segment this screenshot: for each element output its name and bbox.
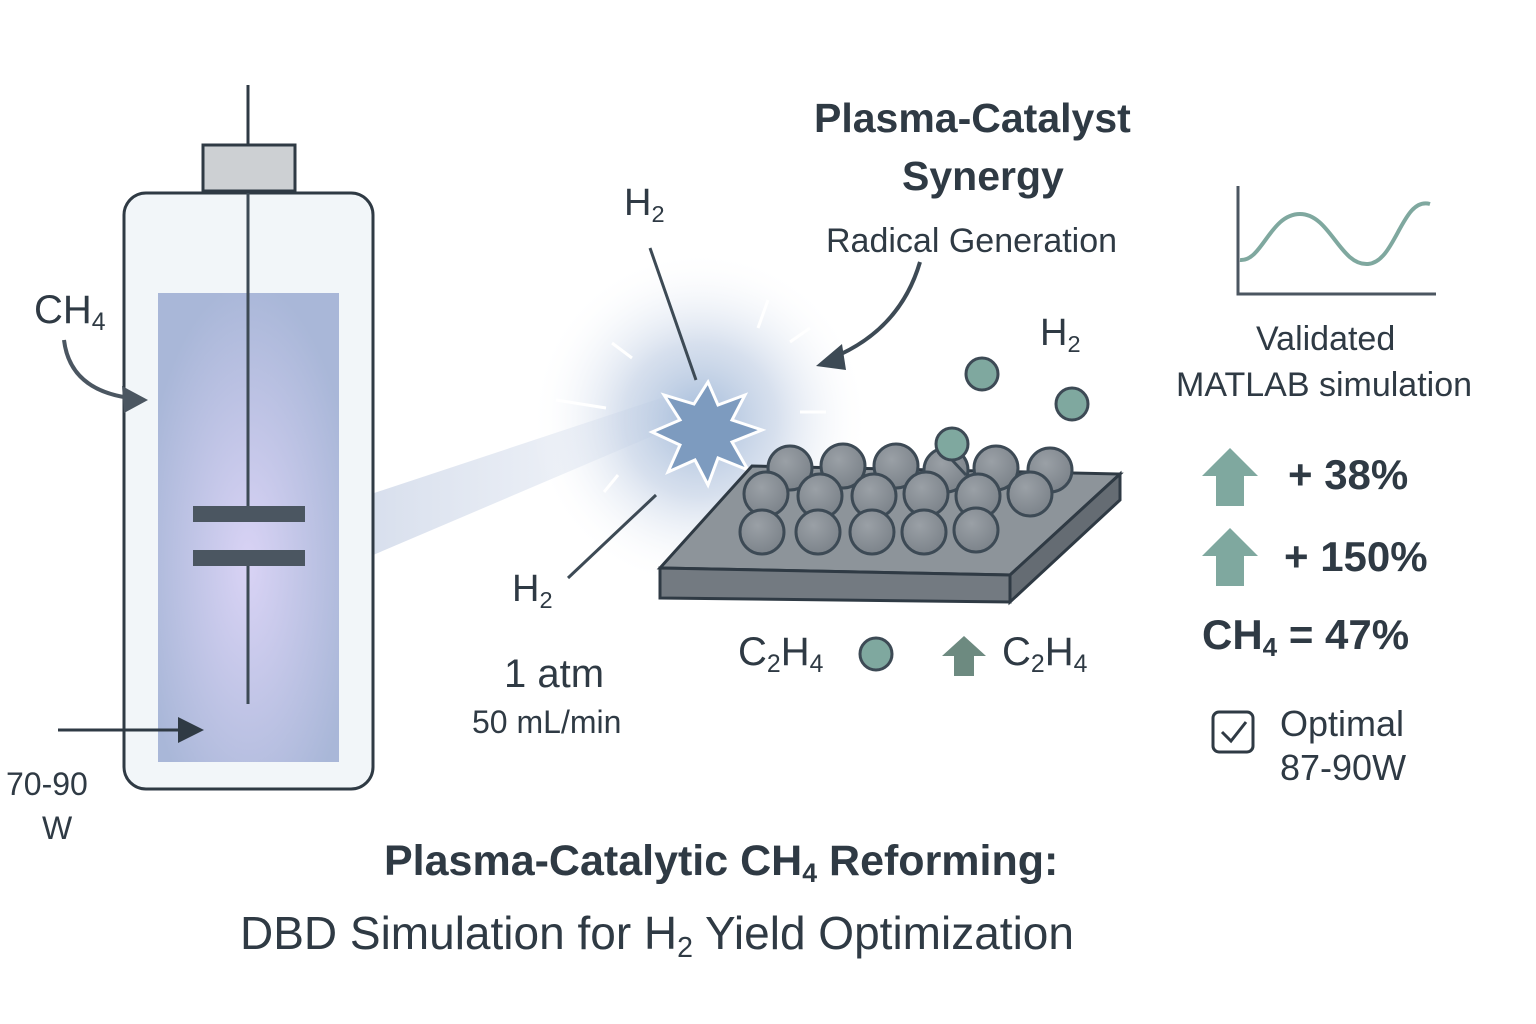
burst-rays <box>555 299 826 493</box>
power-label-line2: W <box>42 810 73 846</box>
radical-arrow <box>831 261 922 360</box>
h2-right-main: H <box>1040 312 1068 354</box>
h2-top-main: H <box>624 182 652 224</box>
footer-subtitle-prefix: DBD Simulation for H <box>240 907 678 959</box>
h2-right-sub: 2 <box>1067 330 1081 357</box>
gas-inlet-label-main: CH <box>34 288 92 332</box>
electrode-plate-lower <box>193 550 305 566</box>
radical-generation-label: Radical Generation <box>826 222 1118 260</box>
c2h4-right-h-sub: 4 <box>1073 650 1088 678</box>
optimal-label-line1: Optimal <box>1280 703 1405 744</box>
ch4-conversion-sub: 4 <box>1262 632 1278 663</box>
h2-left-pointer <box>566 493 658 580</box>
h2-label-right: H2 <box>1040 312 1081 355</box>
c2h4-label-right: C2H4 <box>1002 630 1087 677</box>
sim-chart-axes <box>1236 186 1436 296</box>
gas-inlet-arrow <box>62 339 131 400</box>
pressure-label: 1 atm <box>504 652 605 696</box>
h2-left-main: H <box>512 568 540 610</box>
catalyst-pellets <box>738 442 1074 556</box>
footer-subtitle: DBD Simulation for H2 Yield Optimization <box>240 907 1074 962</box>
gas-inlet-label-sub: 4 <box>91 308 106 336</box>
footer-title-sub: 4 <box>802 858 818 889</box>
c2h4-right-h: H <box>1044 630 1074 674</box>
c2h4-left-h-sub: 4 <box>809 650 824 678</box>
footer-title-suffix: Reforming: <box>817 837 1059 885</box>
power-label-line1: 70-90 <box>6 766 88 802</box>
optimal-checkbox <box>1211 710 1255 754</box>
catalyst-slab-front <box>658 566 1012 604</box>
c2h4-left-h: H <box>780 630 810 674</box>
c2h4-right-c: C <box>1002 630 1031 674</box>
c2h4-right-c-sub: 2 <box>1030 650 1045 678</box>
ch4-conversion-value: = 47% <box>1277 611 1410 658</box>
synergy-title-line1: Plasma-Catalyst <box>814 95 1131 141</box>
footer-title: Plasma-Catalytic CH4 Reforming: <box>384 837 1059 887</box>
validated-label-line2: MATLAB simulation <box>1176 366 1473 404</box>
sim-chart-curve <box>1239 201 1431 267</box>
optimal-label-line2: 87-90W <box>1280 747 1407 788</box>
c2h4-left-c-sub: 2 <box>766 650 781 678</box>
increase-value-1: + 38% <box>1288 451 1409 498</box>
footer-subtitle-suffix: Yield Optimization <box>693 907 1074 959</box>
plasma-burst-star <box>648 378 767 489</box>
h2-label-top: H2 <box>624 182 665 225</box>
catalyst-slab-side <box>1008 470 1122 606</box>
reactor-cap <box>201 143 297 193</box>
checkmark-icon <box>1220 721 1248 744</box>
ch4-conversion: CH4 = 47% <box>1202 611 1410 661</box>
h2-top-sub: 2 <box>651 200 665 227</box>
h2-top-pointer <box>648 247 698 381</box>
c2h4-label-left: C2H4 <box>738 630 823 677</box>
increase-arrow-2 <box>1202 528 1258 586</box>
c2h4-increase-arrow <box>942 636 986 676</box>
increase-value-2: + 150% <box>1284 533 1428 580</box>
h2-desorption-bond <box>950 458 968 477</box>
ch4-conversion-prefix: CH <box>1202 611 1263 658</box>
h2-left-sub: 2 <box>539 586 553 613</box>
gas-inlet-label: CH4 <box>34 288 106 335</box>
flow-label: 50 mL/min <box>472 704 622 740</box>
synergy-title-line2: Synergy <box>902 153 1064 199</box>
h2-molecules <box>858 356 1090 672</box>
electrode-plate-upper <box>193 506 305 522</box>
c2h4-left-c: C <box>738 630 767 674</box>
footer-subtitle-sub: 2 <box>677 931 693 964</box>
increase-arrow-1 <box>1202 448 1258 506</box>
validated-label-line1: Validated <box>1256 320 1396 358</box>
footer-title-prefix: Plasma-Catalytic CH <box>384 837 803 885</box>
h2-label-left: H2 <box>512 568 553 611</box>
